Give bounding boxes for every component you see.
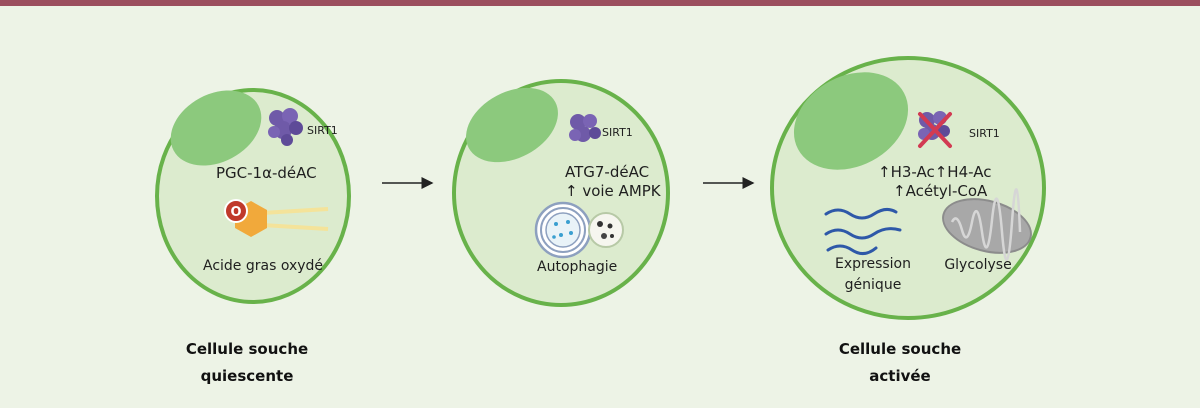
caption-activated-line1: Cellule souche xyxy=(839,340,961,358)
fatty-acid-icon: O xyxy=(224,199,329,237)
glycolysis-label: Glycolyse xyxy=(944,257,1011,273)
histone-acetylation-label: ↑H3-Ac↑H4-Ac xyxy=(878,163,991,181)
pgc1a-label: PGC-1α-déAC xyxy=(216,164,317,182)
cell-intermediate: SIRT1 ATG7-déAC ↑ voie AMPK Autophagie xyxy=(452,79,670,307)
inhibition-cross-icon xyxy=(918,112,952,148)
top-accent-bar xyxy=(0,0,1200,6)
cell-quiescent: SIRT1 PGC-1α-déAC O Acide gras oxydé xyxy=(155,88,351,304)
sirt1-label: SIRT1 xyxy=(602,126,633,139)
sirt1-label: SIRT1 xyxy=(969,127,1000,140)
nucleus xyxy=(793,72,909,170)
sirt1-protein-icon xyxy=(268,108,303,146)
fatty-acid-label: Acide gras oxydé xyxy=(203,258,323,274)
gene-expression-label-line2: génique xyxy=(845,277,902,293)
caption-quiescent-line1: Cellule souche xyxy=(186,340,308,358)
dna-strands-icon xyxy=(824,207,902,255)
caption-quiescent-line2: quiescente xyxy=(201,367,294,385)
sirt1-protein-icon xyxy=(569,114,601,142)
autophagy-label: Autophagie xyxy=(537,259,617,275)
autophagosome-icon xyxy=(534,201,592,259)
cell-activated: SIRT1 ↑H3-Ac↑H4-Ac ↑Acétyl-CoA Expressio… xyxy=(770,56,1046,320)
sirt1-label: SIRT1 xyxy=(307,124,338,137)
oxygen-icon xyxy=(224,199,248,223)
nucleus xyxy=(466,87,558,163)
ampk-label: ↑ voie AMPK xyxy=(565,182,662,200)
acetyl-coa-label: ↑Acétyl-CoA xyxy=(893,182,988,200)
oxygen-label: O xyxy=(230,205,241,220)
mitochondria-icon xyxy=(942,188,1032,261)
nucleus xyxy=(170,90,262,166)
lysosome-icon xyxy=(588,212,624,248)
gene-expression-label-line1: Expression xyxy=(835,256,911,272)
caption-activated-line2: activée xyxy=(869,367,930,385)
atg7-label: ATG7-déAC xyxy=(565,163,649,181)
